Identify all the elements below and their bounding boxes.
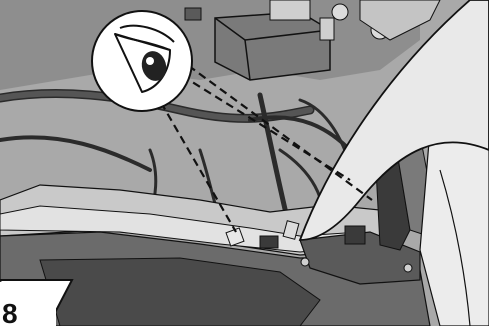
- step-number: 8: [2, 300, 18, 328]
- eye-icon: [92, 11, 192, 111]
